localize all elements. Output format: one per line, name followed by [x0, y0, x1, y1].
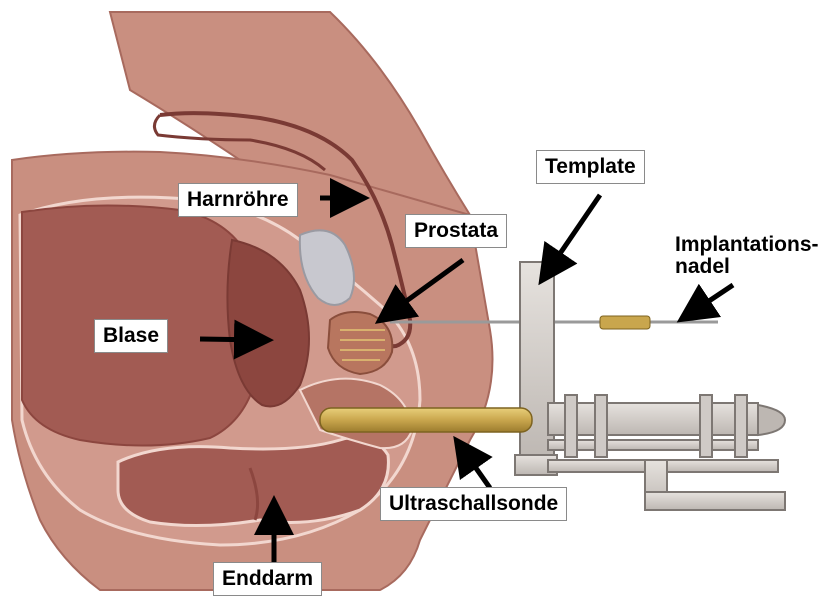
- stepper-bar-1: [565, 395, 577, 457]
- ultrasound-probe: [320, 408, 532, 432]
- arrow-template: [544, 195, 600, 277]
- stepper-body: [548, 403, 758, 435]
- stepper-rail-1: [548, 440, 758, 450]
- stepper-bar-2: [595, 395, 607, 457]
- label-implantations-nadel: Implantations- nadel: [672, 232, 822, 280]
- label-implantations-line1: Implantations-: [675, 234, 819, 256]
- needle-hub: [600, 316, 650, 329]
- label-template: Template: [536, 150, 645, 184]
- label-ultraschallsonde: Ultraschallsonde: [380, 487, 567, 521]
- stepper-bar-4: [735, 395, 747, 457]
- label-prostata: Prostata: [405, 214, 507, 248]
- arrow-ultraschall: [459, 444, 490, 488]
- label-harnroehre: Harnröhre: [178, 183, 298, 217]
- stepper-cap: [758, 405, 785, 435]
- label-enddarm: Enddarm: [213, 562, 322, 596]
- stepper-bar-3: [700, 395, 712, 457]
- label-implantations-line2: nadel: [675, 256, 819, 278]
- prostate: [328, 312, 392, 374]
- arrow-blase: [200, 339, 264, 340]
- arrow-implantation: [685, 285, 733, 317]
- stepper-foot: [645, 492, 785, 510]
- label-blase: Blase: [94, 319, 168, 353]
